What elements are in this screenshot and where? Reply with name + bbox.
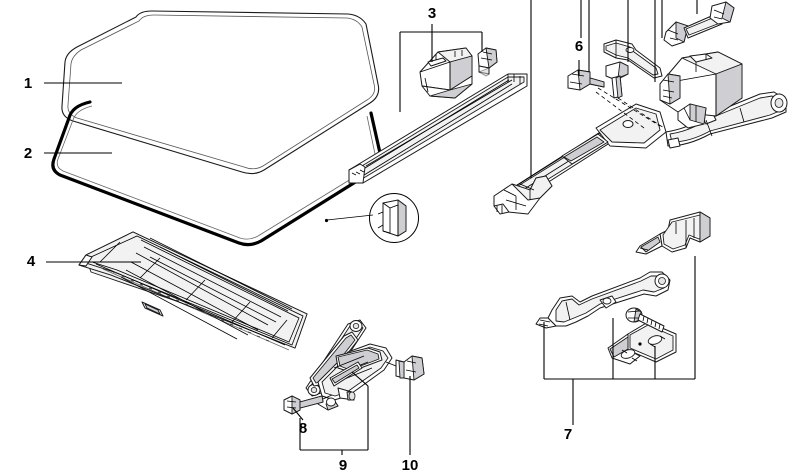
motor-housing-icon — [659, 51, 743, 129]
bracket-clip-icon — [663, 1, 735, 47]
guide-rail-icon — [348, 73, 528, 184]
fillister-bolt-icon — [385, 355, 425, 381]
wind-deflector-arm-icon — [535, 271, 671, 329]
callout-label-10: 10 — [402, 457, 419, 473]
callout-9-bracket — [292, 371, 369, 455]
callout-label-4: 4 — [27, 253, 36, 270]
callout-label-1: 1 — [24, 75, 32, 92]
callout-7-bracket — [543, 256, 696, 425]
callout-3-bracket — [399, 24, 483, 112]
lift-arm-icon — [305, 319, 393, 411]
callout-labels: 1 2 3 4 6 7 8 9 10 — [24, 5, 583, 473]
magnified-detail-circle-icon — [324, 193, 419, 243]
deflector-end-plate-icon — [607, 321, 677, 365]
bolt-icon — [477, 47, 498, 77]
callout-label-6: 6 — [575, 38, 583, 55]
callout-label-8: 8 — [299, 420, 307, 437]
top-leader-lines — [530, 0, 698, 178]
callout-label-2: 2 — [24, 145, 32, 162]
slider-block-icon — [419, 47, 473, 99]
sunshade-panel-icon — [78, 231, 308, 351]
screw-icon — [625, 307, 665, 333]
deflector-bracket-clip-icon — [635, 211, 711, 255]
callout-label-9: 9 — [339, 457, 347, 473]
callout-label-3: 3 — [428, 5, 436, 22]
callout-label-7: 7 — [564, 426, 572, 443]
left-callout-leaders — [44, 82, 141, 263]
lifting-mechanism-bolt — [567, 39, 663, 99]
glass-lid-panel — [61, 10, 380, 175]
drive-cable-rail-icon — [493, 91, 788, 215]
assembly-guide-lines — [595, 87, 665, 129]
